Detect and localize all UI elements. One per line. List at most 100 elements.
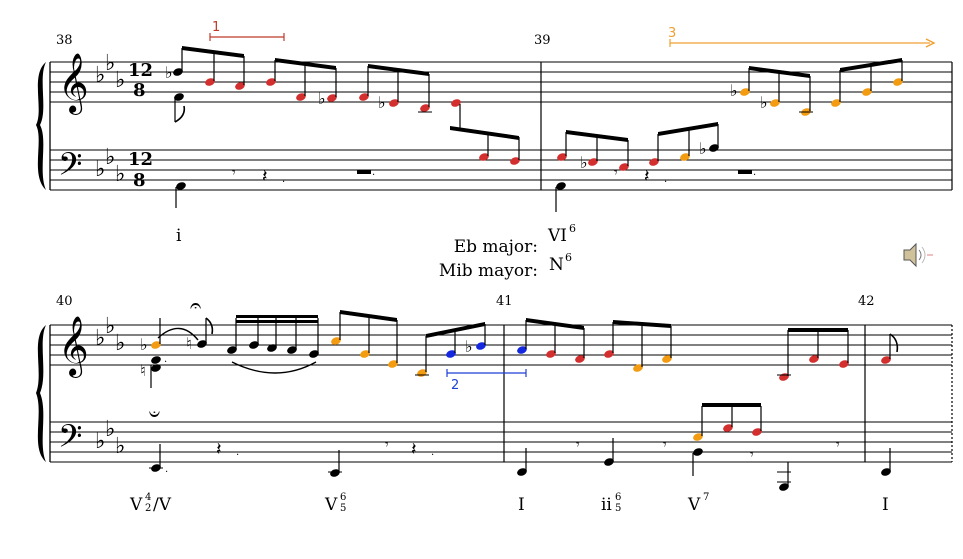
time-sig-den-treble: 8 (133, 80, 146, 101)
svg-text:.: . (236, 447, 239, 458)
measure-number-41: 41 (496, 294, 513, 309)
svg-text:♭: ♭ (115, 162, 125, 187)
svg-text:𝄾: 𝄾 (663, 437, 667, 453)
key-label-mib-mayor: Mib mayor: (439, 261, 538, 281)
svg-text:♭: ♭ (95, 157, 105, 182)
svg-text:𝄽: 𝄽 (644, 166, 650, 187)
speaker-icon[interactable] (903, 242, 933, 268)
svg-text:𝄾: 𝄾 (232, 165, 236, 181)
svg-text:.: . (753, 167, 756, 178)
rn-m40-v65: V 6 5 (324, 492, 346, 515)
svg-text:4: 4 (145, 492, 151, 503)
svg-text:𝄐: 𝄐 (190, 293, 201, 317)
bass-staff-1 (50, 149, 952, 191)
measure-number-40: 40 (56, 294, 73, 309)
svg-text:V: V (129, 495, 143, 515)
bass-clef-icon: 𝄢 (58, 146, 82, 190)
svg-text:♭: ♭ (730, 81, 738, 100)
svg-text:2: 2 (145, 503, 151, 514)
grand-staff-brace (36, 62, 46, 190)
key-signature-treble: ♭♭♭ (95, 51, 125, 93)
m39-notes: ♭ ♭ 𝄾 𝄽 . . ♭ ♭ (555, 58, 903, 212)
measure-number-38: 38 (56, 33, 73, 48)
svg-text:V: V (687, 495, 701, 515)
system-1: 𝄞 𝄢 ♭♭♭ ♭♭♭ 12 8 12 8 38 39 1 3 (36, 20, 953, 281)
rn-m38-i: i (176, 226, 182, 246)
key-label-eb-major: Eb major: (454, 237, 538, 257)
svg-text:𝄾: 𝄾 (614, 165, 618, 181)
svg-text:ii: ii (601, 495, 612, 515)
bass-clef-icon-2: 𝄢 (58, 418, 82, 462)
svg-text:2: 2 (451, 378, 459, 393)
measure-number-42: 42 (858, 294, 875, 309)
svg-text:𝄾: 𝄾 (385, 437, 389, 453)
svg-text:𝄽: 𝄽 (216, 439, 222, 460)
rn-m39-vi: VI (547, 226, 567, 246)
svg-text:𝄽: 𝄽 (411, 439, 417, 460)
svg-text:/V: /V (153, 495, 172, 515)
svg-text:♭: ♭ (105, 417, 115, 442)
rn-m41-I: I (518, 495, 525, 515)
time-sig-den-bass: 8 (133, 170, 146, 191)
svg-text:V: V (324, 495, 338, 515)
rn-m39-vi-sup: 6 (569, 222, 576, 235)
treble-staff-1 (50, 61, 952, 103)
svg-text:𝄾: 𝄾 (576, 437, 580, 453)
svg-text:♭: ♭ (105, 314, 115, 339)
system-2: 𝄞 𝄢 ♭♭♭ ♭♭♭ 40 41 42 2 ♭ ♮ . (36, 293, 953, 515)
svg-text:♭: ♭ (105, 51, 115, 76)
svg-text:♭: ♭ (115, 331, 125, 356)
svg-text:5: 5 (340, 503, 346, 514)
svg-text:♭: ♭ (760, 93, 768, 112)
svg-text:5: 5 (615, 503, 621, 514)
svg-text:♭: ♭ (699, 139, 707, 158)
svg-text:6: 6 (615, 492, 621, 503)
svg-text:𝄐: 𝄐 (149, 403, 160, 427)
analysis-bracket-2: 2 (446, 369, 527, 393)
measure-number-39: 39 (534, 33, 551, 48)
m40-treble-notes: ♭ ♮ . ♮ 𝄐 (140, 293, 486, 388)
svg-text:.: . (664, 174, 667, 185)
rn-m41-v7: V 7 (687, 492, 709, 515)
treble-clef-icon-2: 𝄞 (58, 316, 89, 378)
svg-text:.: . (431, 447, 434, 458)
svg-text:.: . (282, 174, 285, 185)
svg-text:♭: ♭ (95, 429, 105, 454)
svg-text:3: 3 (668, 26, 676, 41)
svg-text:𝄾: 𝄾 (836, 437, 840, 453)
svg-text:1: 1 (212, 20, 220, 35)
svg-text:𝄾: 𝄾 (750, 447, 754, 463)
svg-text:♭: ♭ (465, 337, 473, 356)
rn-m41-ii65: ii 6 5 (601, 492, 621, 515)
svg-text:♭: ♭ (115, 434, 125, 459)
m40-bass-notes: . 𝄐 𝄽 . 𝄾 𝄽 . (149, 403, 434, 477)
analysis-bracket-3: 3 (668, 26, 936, 48)
grand-staff-brace-2 (36, 325, 46, 462)
svg-text:♭: ♭ (318, 89, 326, 108)
svg-text:.: . (372, 167, 375, 178)
analysis-bracket-1: 1 (209, 20, 285, 41)
svg-text:.: . (165, 464, 168, 475)
svg-text:𝄽: 𝄽 (262, 166, 268, 187)
rn-m39-n: N (549, 255, 564, 275)
svg-text:♭: ♭ (95, 63, 105, 88)
svg-text:7: 7 (703, 492, 709, 503)
svg-text:♮: ♮ (140, 361, 146, 380)
svg-text:♭: ♭ (140, 335, 148, 354)
svg-text:♭: ♭ (378, 93, 386, 112)
svg-text:♭: ♭ (165, 63, 173, 82)
key-signature-bass: ♭♭♭ (95, 145, 125, 187)
time-sig-num-treble: 12 (128, 60, 153, 81)
rn-m39-n-sup: 6 (565, 251, 572, 264)
key-signature-bass-2: ♭♭♭ (95, 417, 125, 459)
key-signature-treble-2: ♭♭♭ (95, 314, 125, 356)
m38-treble-notes: ♭ ♭ ♭ (165, 46, 520, 165)
svg-text:♭: ♭ (115, 68, 125, 93)
rn-m40-v42: V 4 2 /V (129, 492, 172, 515)
svg-text:.: . (164, 354, 167, 365)
m42-notes (881, 333, 899, 476)
svg-text:♭: ♭ (105, 145, 115, 170)
treble-clef-icon: 𝄞 (58, 53, 89, 115)
svg-text:♭: ♭ (95, 326, 105, 351)
